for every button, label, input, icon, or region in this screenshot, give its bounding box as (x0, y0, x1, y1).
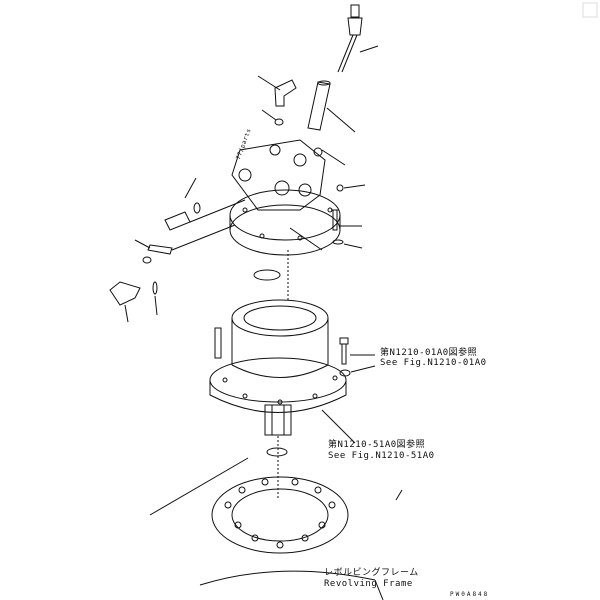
o-ring-part (253, 269, 281, 281)
callout-jp-3: レボルビングフレーム (324, 568, 419, 578)
drawing-code: PW0A848 (450, 591, 490, 598)
motor-housing-part (229, 189, 341, 256)
callout-jp-2: 第N1210-51A0図参照 (328, 440, 426, 450)
callout-en-1: See Fig.N1210-01A0 (380, 358, 487, 368)
elbow-fitting-part (257, 75, 297, 126)
ring-gear-part (214, 299, 329, 378)
callout-en-3: Revolving Frame (324, 579, 413, 589)
pipe-part (307, 80, 356, 133)
mounting-bolt-part (321, 337, 376, 444)
callout-en-2: See Fig.N1210-51A0 (328, 451, 435, 461)
valve-block-part (231, 139, 346, 211)
bolt-part (331, 184, 366, 249)
dipstick-part (337, 4, 379, 73)
lower-o-ring-part (266, 447, 288, 457)
frame-flange-part (149, 457, 403, 600)
callout-jp-1: 第N1210-01A0図参照 (380, 348, 478, 358)
gear-housing-part (209, 357, 347, 436)
left-fittings (109, 177, 246, 323)
